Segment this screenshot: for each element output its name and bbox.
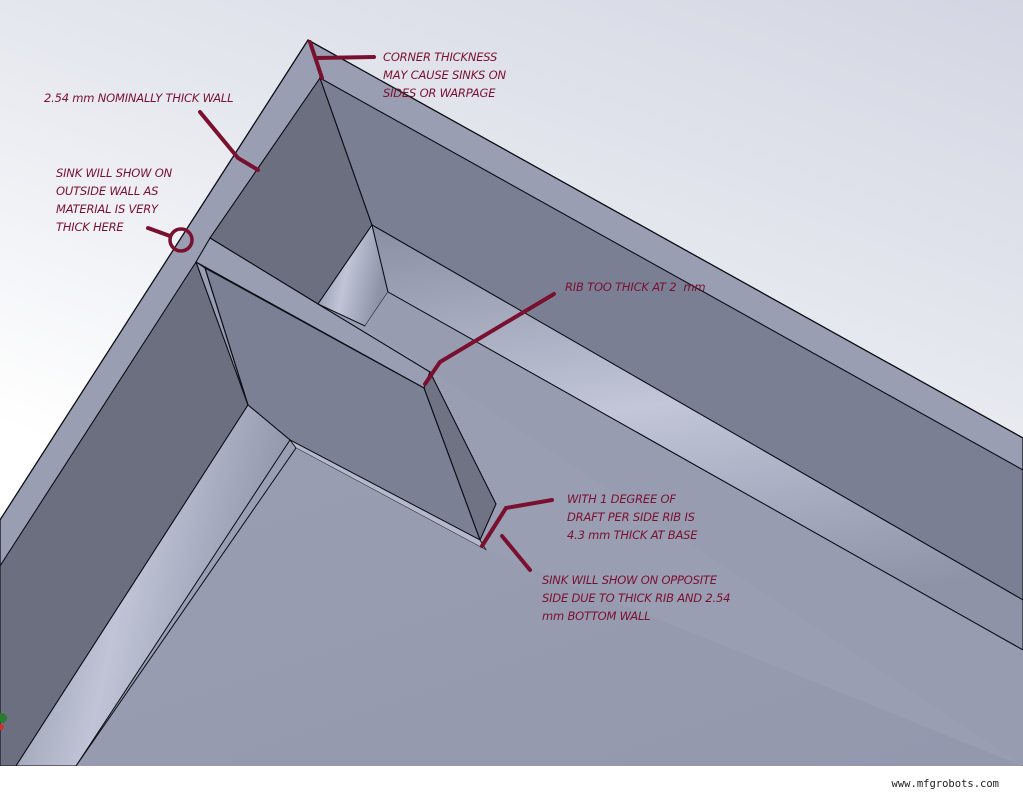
sink-marker-circle — [168, 227, 194, 253]
cad-model — [0, 39, 1023, 766]
axis-triad-icon — [0, 713, 7, 730]
leader-sink-opposite — [500, 534, 532, 572]
cad-viewport: CORNER THICKNESS MAY CAUSE SINKS ON SIDE… — [0, 0, 1023, 766]
annotation-rib-too-thick: RIB TOO THICK AT 2 mm — [565, 280, 706, 294]
annotation-leaders — [146, 40, 556, 572]
leader-rib-thick — [423, 292, 556, 386]
leader-draft — [480, 498, 554, 548]
leader-sink-outside — [146, 226, 172, 238]
watermark: www.mfgrobots.com — [891, 778, 999, 790]
annotation-sink-outside: SINK WILL SHOW ON OUTSIDE WALL AS MATERI… — [56, 166, 173, 234]
annotation-sink-opposite: SINK WILL SHOW ON OPPOSITE SIDE DUE TO T… — [542, 573, 731, 623]
upper-pocket — [209, 76, 1023, 766]
leader-wall — [198, 110, 260, 172]
main-pocket — [0, 260, 1023, 766]
bottom-margin — [0, 766, 1023, 798]
annotation-wall-thickness: 2.54 mm NOMINALLY THICK WALL — [44, 91, 234, 105]
leader-corner-2 — [314, 55, 376, 60]
annotation-draft: WITH 1 DEGREE OF DRAFT PER SIDE RIB IS 4… — [567, 492, 698, 542]
annotation-corner-thickness: CORNER THICKNESS MAY CAUSE SINKS ON SIDE… — [383, 50, 506, 100]
